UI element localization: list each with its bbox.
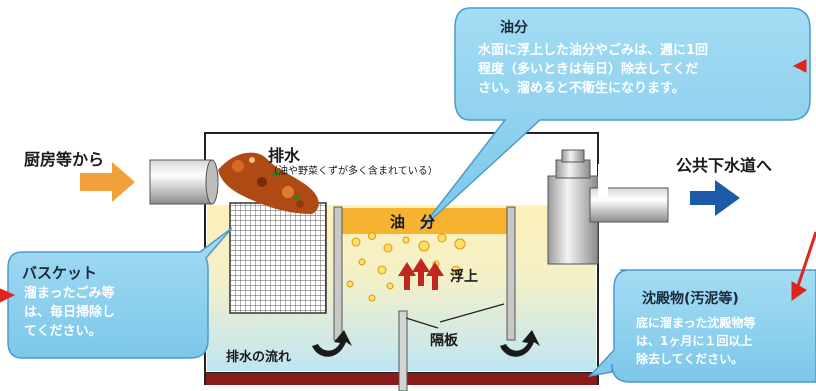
partition-left — [333, 206, 343, 341]
wastewater-note: （油や野菜くずが多く含まれている） — [268, 166, 438, 177]
float-up-label: 浮上 — [450, 269, 478, 285]
outlet-pipe — [547, 149, 669, 265]
oil-layer-label: 油 分 — [390, 213, 436, 231]
oil-callout-line: さい。溜めると不衛生になります。 — [478, 81, 685, 96]
oil-callout-bubble — [419, 7, 811, 231]
sediment-callout-line: 底に溜まった沈殿物等 — [636, 316, 756, 330]
oil-callout-line: 程度（多いときは毎日）除去してくだ — [478, 62, 699, 77]
basket-callout-body: 溜まったごみ等 は、毎日掃除し てください。 — [24, 284, 115, 341]
oil-callout-title: 油分 — [500, 20, 528, 36]
sediment-callout-line: は、1ヶ月に１回以上 — [636, 334, 753, 348]
basket-callout-line: 溜まったごみ等 — [24, 286, 115, 301]
inflow-label: 厨房等から — [24, 150, 105, 169]
inflow-arrow — [80, 162, 135, 202]
partition-pointer-2 — [439, 303, 505, 323]
basket-callout-line: てください。 — [24, 324, 102, 339]
waste-debris — [218, 152, 319, 214]
partition-pointer-1 — [405, 317, 439, 329]
float-up-arrows — [398, 258, 444, 290]
basket-callout-line: は、毎日掃除し — [24, 305, 116, 320]
partition-label: 隔板 — [430, 333, 458, 349]
flow-arrow-right — [500, 330, 540, 357]
oil-callout-line: 水面に浮上した油分やごみは、週に1回 — [478, 43, 709, 58]
sediment-callout-bubble — [587, 269, 816, 383]
oil-layer — [337, 208, 513, 234]
partition-bottom — [398, 310, 408, 391]
oil-droplets — [346, 232, 466, 302]
flow-label: 排水の流れ — [226, 350, 292, 365]
basket-callout-title: バスケット — [22, 264, 98, 282]
basket-mesh — [229, 202, 327, 314]
partition-right — [506, 206, 516, 341]
flow-arrow-left — [312, 330, 352, 357]
inlet-pipe — [149, 159, 219, 205]
sediment-callout-title: 沈殿物(汚泥等) — [642, 291, 739, 307]
basket-callout-bubble — [7, 227, 233, 359]
outflow-label: 公共下水道へ — [676, 156, 773, 175]
sediment-callout-line: 除去してください。 — [636, 352, 744, 366]
wastewater-label: 排水 — [268, 146, 301, 165]
oil-callout-body: 水面に浮上した油分やごみは、週に1回 程度（多いときは毎日）除去してくだ さい。… — [478, 41, 708, 98]
red-pointer-arrows — [0, 59, 816, 303]
sediment-callout-body: 底に溜まった沈殿物等 は、1ヶ月に１回以上 除去してください。 — [636, 314, 756, 368]
outflow-arrow — [690, 180, 740, 216]
